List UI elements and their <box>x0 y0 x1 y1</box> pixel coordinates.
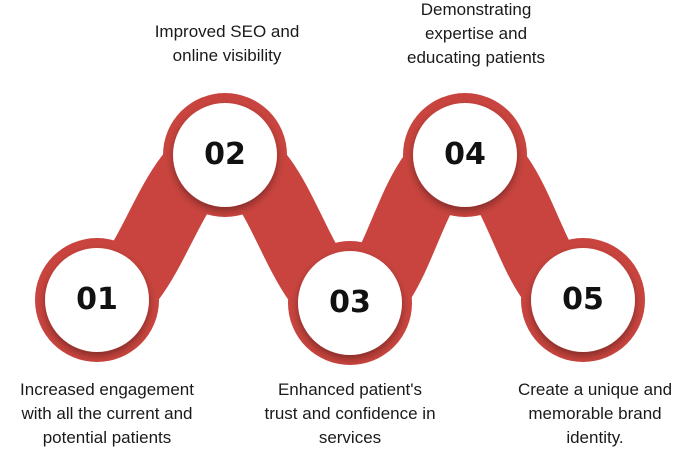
label-line: online visibility <box>172 46 282 65</box>
step-number-01: 01 <box>76 282 118 317</box>
step-label-05: Create a unique and memorable brand iden… <box>475 378 690 450</box>
label-line: potential patients <box>42 428 172 447</box>
step-circle-03 <box>298 251 402 355</box>
label-line: Enhanced patient's <box>277 380 423 399</box>
label-line: services <box>318 428 382 447</box>
label-line: trust and confidence in <box>264 404 436 423</box>
step-label-03: Enhanced patient's trust and confidence … <box>230 378 470 450</box>
step-circle-01 <box>45 248 149 352</box>
step-number-02: 02 <box>204 137 246 172</box>
label-line: Increased engagement <box>20 380 194 399</box>
step-label-04: Demonstrating expertise and educating pa… <box>356 0 596 70</box>
step-circle-02 <box>173 103 277 207</box>
label-line: with all the current and <box>21 404 193 423</box>
label-line: Improved SEO and <box>154 22 300 41</box>
step-number-05: 05 <box>562 282 604 317</box>
step-number-03: 03 <box>329 285 371 320</box>
step-number-04: 04 <box>444 137 486 172</box>
step-label-01: Increased engagement with all the curren… <box>0 378 227 450</box>
label-line: Demonstrating <box>420 0 532 19</box>
step-circle-04 <box>413 103 517 207</box>
label-line: expertise and <box>424 24 528 43</box>
label-line: educating patients <box>407 48 545 67</box>
label-line: identity. <box>566 428 624 447</box>
step-circle-05 <box>531 248 635 352</box>
step-label-02: Improved SEO and online visibility <box>107 20 347 68</box>
label-line: Create a unique and <box>517 380 673 399</box>
label-line: memorable brand <box>528 404 662 423</box>
